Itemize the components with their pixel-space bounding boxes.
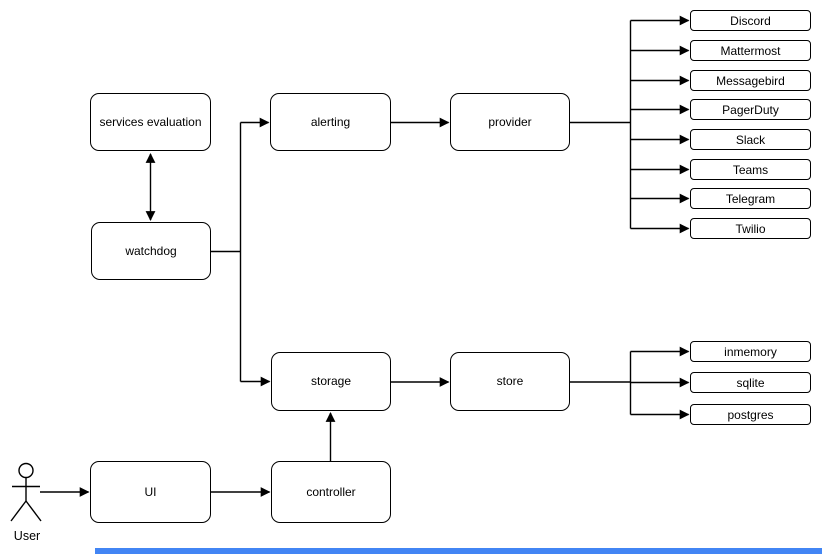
node-label: UI: [144, 484, 157, 499]
node-store: store: [450, 352, 570, 411]
edge-provider-fanout: [570, 15, 690, 234]
node-label: store: [496, 374, 524, 389]
edge-watchdog-branch: [211, 117, 271, 387]
provider-item-twilio: Twilio: [690, 218, 811, 239]
node-alerting: alerting: [270, 93, 391, 151]
node-label: services evaluation: [99, 114, 202, 129]
store-item-inmemory: inmemory: [690, 341, 811, 362]
node-controller: controller: [271, 461, 391, 523]
bottom-blue-bar: [95, 548, 822, 554]
node-label: storage: [310, 374, 352, 389]
node-label: alerting: [310, 114, 351, 129]
provider-item-pagerduty: PagerDuty: [690, 99, 811, 120]
node-label: watchdog: [125, 243, 177, 258]
node-label: provider: [488, 114, 532, 129]
node-label: controller: [306, 484, 356, 499]
store-item-sqlite: sqlite: [690, 372, 811, 393]
node-provider: provider: [450, 93, 570, 151]
node-watchdog: watchdog: [91, 222, 211, 280]
provider-item-mattermost: Mattermost: [690, 40, 811, 61]
user-label: User: [13, 529, 41, 543]
provider-item-messagebird: Messagebird: [690, 70, 811, 91]
node-services-evaluation: services evaluation: [90, 93, 211, 151]
provider-item-discord: Discord: [690, 10, 811, 31]
provider-item-telegram: Telegram: [690, 188, 811, 209]
node-storage: storage: [271, 352, 391, 411]
store-item-postgres: postgres: [690, 404, 811, 425]
provider-item-teams: Teams: [690, 159, 811, 180]
edge-store-fanout: [570, 346, 690, 420]
provider-item-slack: Slack: [690, 129, 811, 150]
node-ui: UI: [90, 461, 211, 523]
user-actor-icon: [10, 462, 42, 522]
